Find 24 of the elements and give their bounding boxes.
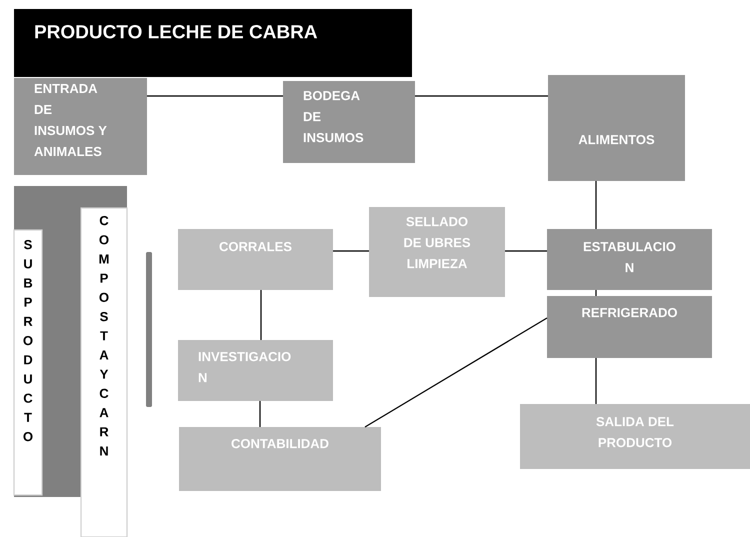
vertical-bar — [146, 252, 152, 407]
process-box: ALIMENTOS — [548, 75, 685, 181]
connector-line — [260, 290, 262, 340]
connector-line — [364, 317, 548, 428]
process-box: SELLADO DE UBRES LIMPIEZA — [369, 207, 505, 297]
process-box: BODEGA DE INSUMOS — [283, 81, 415, 163]
process-box: SALIDA DEL PRODUCTO — [520, 404, 750, 469]
process-box: CORRALES — [178, 229, 333, 290]
title-bar: PRODUCTO LECHE DE CABRA — [14, 9, 412, 77]
connector-line — [595, 290, 597, 296]
process-box: REFRIGERADO — [547, 296, 712, 358]
connector-line — [505, 250, 547, 252]
connector-line — [595, 358, 597, 404]
process-box: INVESTIGACIO N — [178, 340, 333, 401]
process-box: ESTABULACIO N — [547, 229, 712, 290]
vertical-label-box: COMPOSTA Y CARN — [80, 207, 128, 537]
connector-line — [147, 95, 283, 97]
vertical-label-box: SUBPRODUCTO — [13, 229, 43, 496]
connector-line — [415, 95, 548, 97]
connector-line — [333, 250, 369, 252]
connector-line — [259, 401, 261, 427]
connector-line — [595, 181, 597, 229]
process-box: CONTABILIDAD — [179, 427, 381, 491]
process-box: ENTRADA DE INSUMOS Y ANIMALES — [14, 78, 147, 175]
